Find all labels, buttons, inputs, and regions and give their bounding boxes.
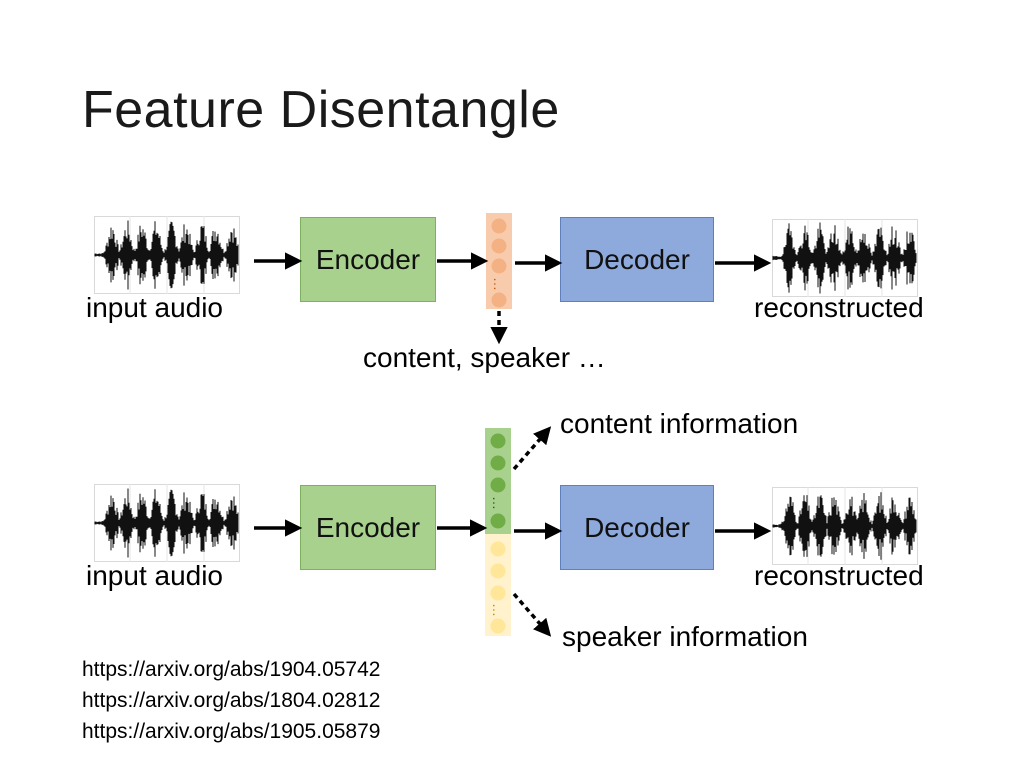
content-information-label: content information	[560, 408, 799, 439]
latent-content-unit	[490, 433, 506, 449]
arrow-to-content-information	[512, 426, 552, 471]
reconstructed-label-1: reconstructed	[754, 292, 924, 323]
input-audio-label-1: input audio	[86, 292, 224, 323]
slide-title: Feature Disentangle	[82, 81, 560, 139]
latent-unit	[491, 238, 507, 254]
latent-ellipsis: …	[491, 277, 507, 291]
latent-content-unit	[490, 477, 506, 493]
latent-speaker-unit	[490, 563, 506, 579]
decoder-label-1: Decoder	[584, 243, 690, 275]
latent-speaker-ellipsis: …	[490, 603, 506, 617]
latent-content-unit	[490, 455, 506, 471]
output-waveform-2	[772, 487, 918, 565]
arrow-to-speaker-information	[512, 592, 552, 637]
reference-link-3[interactable]: https://arxiv.org/abs/1905.05879	[82, 720, 381, 743]
reference-link-2[interactable]: https://arxiv.org/abs/1804.02812	[82, 689, 381, 712]
bottleneck-caption: content, speaker …	[363, 342, 606, 373]
latent-unit	[491, 292, 507, 308]
latent-speaker-unit	[490, 541, 506, 557]
latent-content-ellipsis: …	[490, 496, 506, 510]
latent-content-unit	[490, 513, 506, 529]
encoder-label-2: Encoder	[315, 511, 421, 543]
decoder-label-2: Decoder	[584, 511, 690, 543]
latent-unit	[491, 218, 507, 234]
reference-link-1[interactable]: https://arxiv.org/abs/1904.05742	[82, 658, 381, 681]
latent-vector-1: …	[486, 213, 512, 309]
speaker-information-label: speaker information	[562, 621, 808, 652]
reconstructed-label-2: reconstructed	[754, 560, 924, 591]
encoder-label-1: Encoder	[315, 243, 421, 275]
latent-speaker-unit	[490, 618, 506, 634]
decoder-box-1: Decoder	[560, 217, 714, 302]
encoder-box-2: Encoder	[300, 485, 436, 570]
latent-speaker-unit	[490, 585, 506, 601]
input-audio-label-2: input audio	[86, 560, 224, 591]
latent-unit	[491, 258, 507, 274]
decoder-box-2: Decoder	[560, 485, 714, 570]
latent-vector-2: … …	[485, 428, 511, 636]
output-waveform-1	[772, 219, 918, 297]
encoder-box-1: Encoder	[300, 217, 436, 302]
input-waveform-1	[94, 216, 240, 294]
input-waveform-2	[94, 484, 240, 562]
